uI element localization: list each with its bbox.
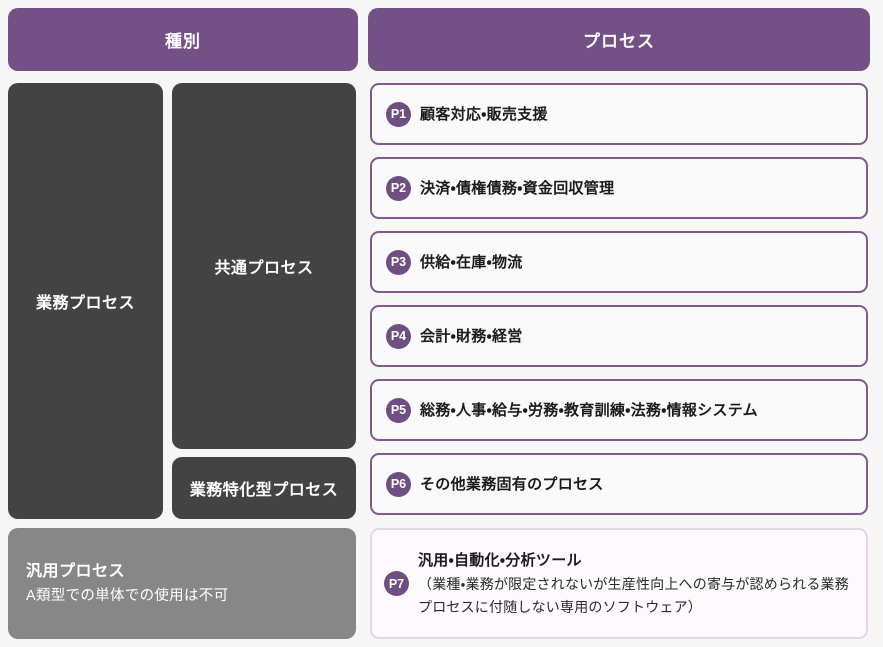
- category-business-process-label: 業務プロセス: [35, 295, 135, 312]
- process-label-p6: その他業務固有のプロセス: [420, 475, 604, 493]
- process-label-p2: 決済・債権債務・資金回収管理: [420, 179, 615, 197]
- process-badge-p2: P2: [386, 175, 411, 201]
- process-label-p3: 供給・在庫・物流: [420, 253, 523, 271]
- process-badge-p3: P3: [386, 249, 411, 275]
- header-category-label: 種別: [165, 32, 201, 51]
- process-badge-p7: P7: [384, 571, 409, 596]
- process-badge-p5: P5: [386, 397, 411, 423]
- process-card-p5[interactable]: P5 総務・人事・給与・労務・教育訓練・法務・情報システム: [370, 379, 868, 441]
- process-badge-p6: P6: [386, 471, 411, 497]
- category-general-purpose-title: 汎用プロセス: [26, 562, 126, 580]
- process-p7-body: 汎用・自動化・分析ツール （業種・業務が限定されないが生産性向上への寄与が認めら…: [418, 549, 850, 618]
- process-badge-p1: P1: [386, 101, 411, 127]
- process-label-p1: 顧客対応・販売支援: [420, 105, 548, 123]
- process-label-p4: 会計・財務・経営: [420, 327, 523, 345]
- process-card-p7[interactable]: P7 汎用・自動化・分析ツール （業種・業務が限定されないが生産性向上への寄与が…: [370, 528, 868, 639]
- category-specialized-process: 業務特化型プロセス: [172, 457, 356, 519]
- process-p7-description: （業種・業務が限定されないが生産性向上への寄与が認められる業務プロセスに付随しな…: [418, 575, 849, 615]
- process-card-p6[interactable]: P6 その他業務固有のプロセス: [370, 453, 868, 515]
- process-card-p4[interactable]: P4 会計・財務・経営: [370, 305, 868, 367]
- header-category: 種別: [8, 8, 358, 71]
- category-specialized-process-label: 業務特化型プロセス: [189, 482, 339, 499]
- process-label-p5: 総務・人事・給与・労務・教育訓練・法務・情報システム: [420, 401, 758, 419]
- process-card-p1[interactable]: P1 顧客対応・販売支援: [370, 83, 868, 145]
- category-common-process: 共通プロセス: [172, 83, 356, 449]
- process-card-p3[interactable]: P3 供給・在庫・物流: [370, 231, 868, 293]
- category-general-purpose-process: 汎用プロセス A類型での単体での使用は不可: [8, 528, 356, 639]
- process-card-p2[interactable]: P2 決済・債権債務・資金回収管理: [370, 157, 868, 219]
- process-badge-p4: P4: [386, 323, 411, 349]
- header-process: プロセス: [368, 8, 870, 71]
- category-common-process-label: 共通プロセス: [214, 260, 314, 277]
- process-p7-title: 汎用・自動化・分析ツール: [418, 551, 582, 569]
- category-business-process: 業務プロセス: [8, 83, 163, 519]
- header-process-label: プロセス: [583, 32, 655, 51]
- category-general-purpose-note: A類型での単体での使用は不可: [26, 587, 229, 604]
